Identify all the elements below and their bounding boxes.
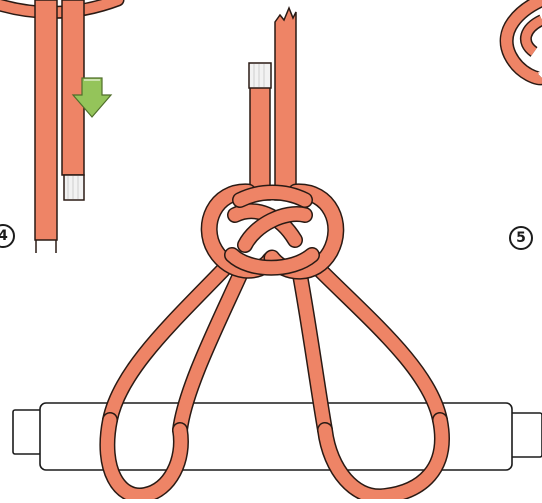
tall-strand: [275, 8, 296, 200]
step-4-panel: [0, 0, 118, 253]
step-number-5: 5: [509, 226, 533, 250]
short-strand-tip: [249, 63, 271, 88]
knot: [209, 192, 336, 271]
step-5-panel: [507, 0, 542, 78]
short-strand: [250, 85, 270, 200]
vertical-rope-right: [62, 0, 84, 175]
rope-tip: [64, 175, 84, 200]
bar: [13, 403, 542, 470]
vertical-rope-left: [35, 0, 57, 240]
